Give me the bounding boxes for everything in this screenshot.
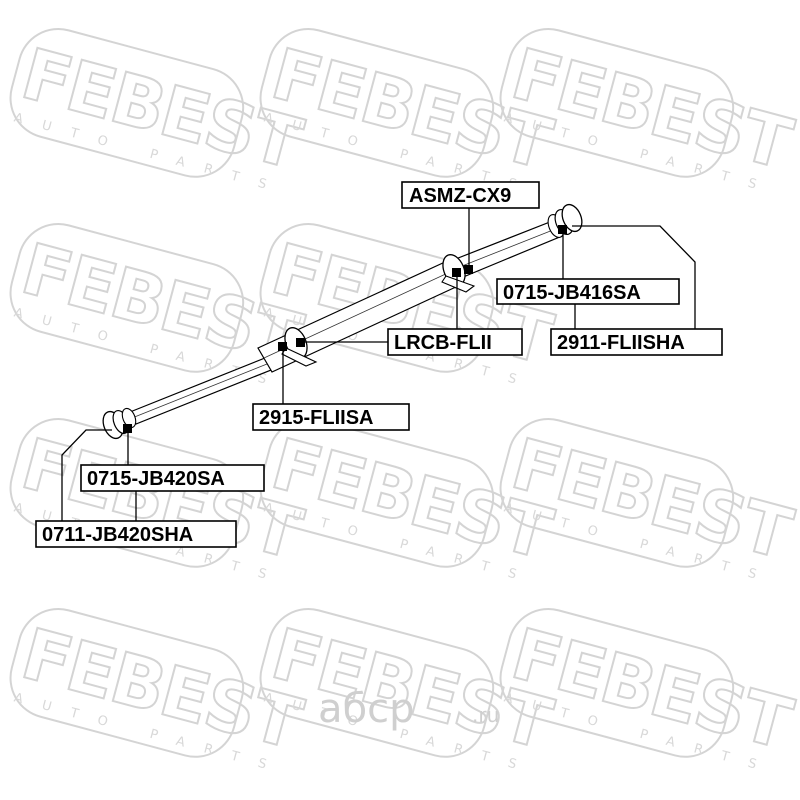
watermark-ring	[259, 417, 495, 568]
site-watermark: aбcp .ru	[318, 686, 499, 732]
label-2915-fliisa[interactable]: 2915-FLIISA	[252, 403, 410, 431]
label-jb420sa-text: 0715-JB420SA	[87, 468, 225, 490]
watermark-ring	[259, 222, 495, 373]
site-watermark-name: aбcp	[318, 686, 415, 732]
label-0715-jb420sa[interactable]: 0715-JB420SA	[80, 464, 265, 492]
drive-shaft	[102, 203, 583, 440]
marker-lrcb-front	[452, 268, 461, 277]
front-shaft-highlight	[451, 227, 559, 271]
watermark-ring	[499, 27, 735, 178]
marker-asmz	[464, 265, 473, 274]
label-2911-fliisha[interactable]: 2911-FLIISHA	[550, 328, 723, 356]
site-watermark-tld: .ru	[472, 703, 499, 727]
watermark-ring	[9, 27, 245, 178]
leader-fliisha	[572, 225, 696, 330]
watermark-ring	[499, 417, 735, 568]
label-fliisha-text: 2911-FLIISHA	[557, 332, 685, 354]
watermark-ring	[259, 607, 495, 758]
watermark-layer: FEBEST AUTO PARTS FEBEST AUTO PARTS FEBE…	[9, 27, 800, 778]
label-asmz-text: ASMZ-CX9	[409, 185, 511, 207]
label-lrcb-flii[interactable]: LRCB-FLII	[387, 328, 523, 356]
watermark-ring	[9, 607, 245, 758]
marker-lrcb-rear	[296, 338, 305, 347]
marker-jb416sa	[558, 225, 567, 234]
marker-jb420sa	[123, 424, 132, 433]
label-jb420sha-text: 0711-JB420SHA	[42, 524, 193, 546]
watermark-ring	[259, 27, 495, 178]
label-asmz-cx9[interactable]: ASMZ-CX9	[401, 181, 540, 209]
leader-jb420sha	[61, 429, 112, 522]
label-jb416sa-text: 0715-JB416SA	[503, 282, 641, 304]
rear-flex-coupling	[102, 407, 137, 440]
part-labels: ASMZ-CX9 0715-JB416SA 2911-FLIISHA LRCB-…	[35, 181, 723, 548]
label-lrcb-text: LRCB-FLII	[394, 332, 492, 354]
front-flex-coupling	[547, 203, 583, 238]
watermark-ring	[499, 607, 735, 758]
label-0711-jb420sha[interactable]: 0711-JB420SHA	[35, 520, 237, 548]
watermark-ring	[9, 222, 245, 373]
label-fliisa-text: 2915-FLIISA	[259, 407, 373, 429]
label-0715-jb416sa[interactable]: 0715-JB416SA	[496, 278, 680, 305]
rear-shaft-highlight	[131, 361, 273, 419]
marker-fliisa	[278, 342, 287, 351]
